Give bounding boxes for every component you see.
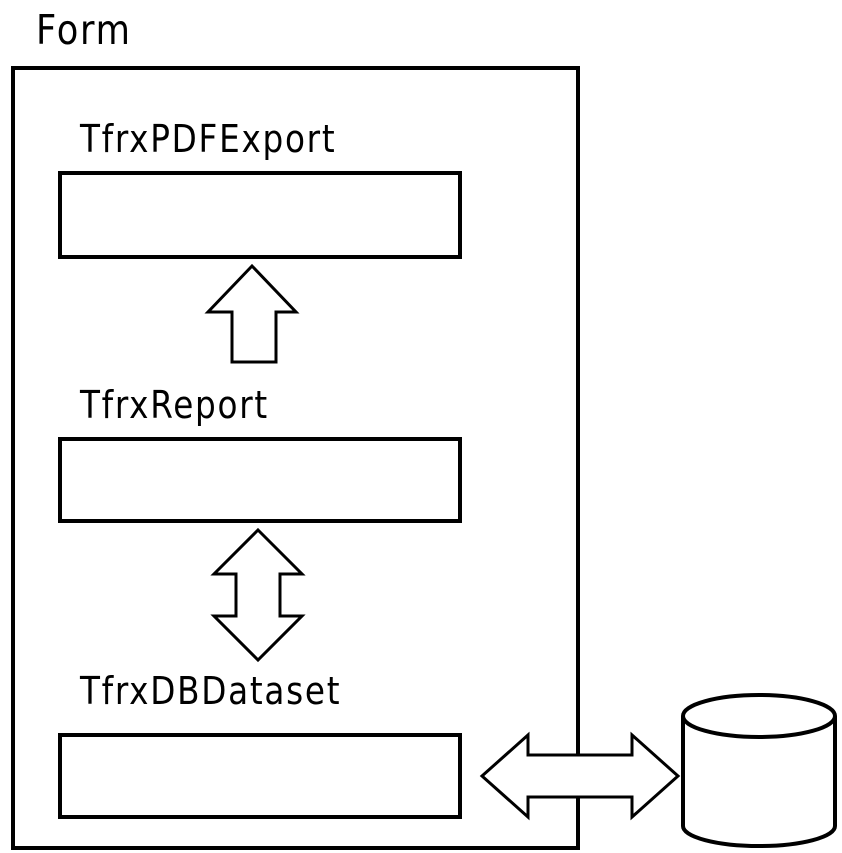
vertical-double-arrow-icon (210, 527, 306, 663)
report-box (58, 437, 462, 523)
up-arrow-icon (204, 263, 300, 364)
dataset-box (58, 733, 462, 819)
report-label: TfrxReport (80, 383, 269, 427)
database-cylinder-icon (681, 693, 837, 848)
pdf-export-box (58, 171, 462, 259)
dataset-label: TfrxDBDataset (80, 669, 342, 713)
horizontal-double-arrow-icon (479, 731, 681, 821)
pdf-export-label: TfrxPDFExport (80, 117, 337, 161)
form-title: Form (36, 6, 132, 54)
